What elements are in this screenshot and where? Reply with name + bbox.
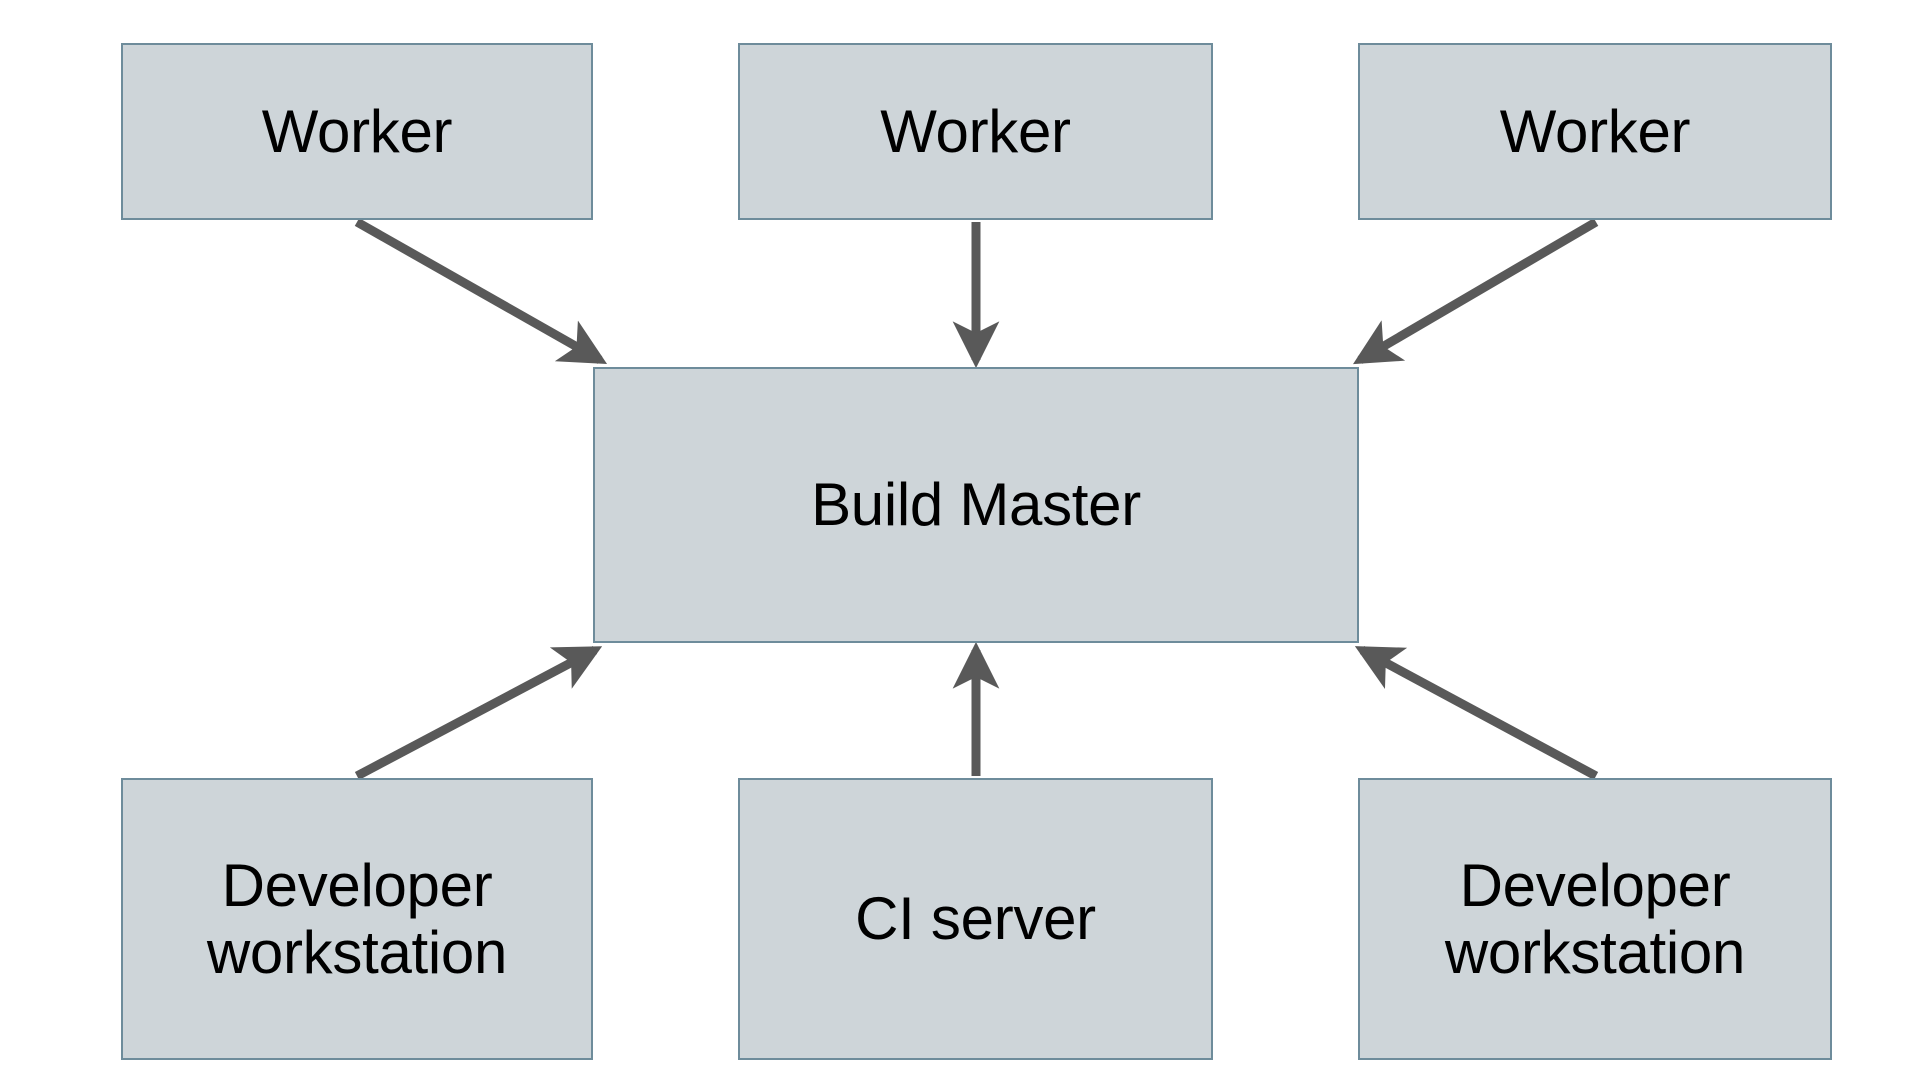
node-worker-3-label: Worker <box>1499 97 1691 165</box>
node-worker-1-label: Worker <box>261 97 453 165</box>
edge-worker-1-to-build-master <box>354 218 608 364</box>
node-worker-2-label: Worker <box>880 97 1071 165</box>
node-build-master-label: Build Master <box>811 471 1141 539</box>
node-worker-1[interactable]: Worker <box>121 43 593 220</box>
edge-dev-workstation-1-to-build-master <box>354 646 603 780</box>
node-developer-workstation-2-label: Developer workstation <box>1444 851 1746 986</box>
node-ci-server-label: CI server <box>855 885 1096 953</box>
node-developer-workstation-2[interactable]: Developer workstation <box>1358 778 1832 1060</box>
node-worker-2[interactable]: Worker <box>738 43 1213 220</box>
node-developer-workstation-1-label: Developer workstation <box>206 851 508 986</box>
node-build-master[interactable]: Build Master <box>593 367 1359 643</box>
node-worker-3[interactable]: Worker <box>1358 43 1832 220</box>
node-developer-workstation-1[interactable]: Developer workstation <box>121 778 593 1060</box>
edge-dev-workstation-2-to-build-master <box>1354 646 1599 780</box>
edge-worker-3-to-build-master <box>1353 218 1599 365</box>
node-ci-server[interactable]: CI server <box>738 778 1213 1060</box>
